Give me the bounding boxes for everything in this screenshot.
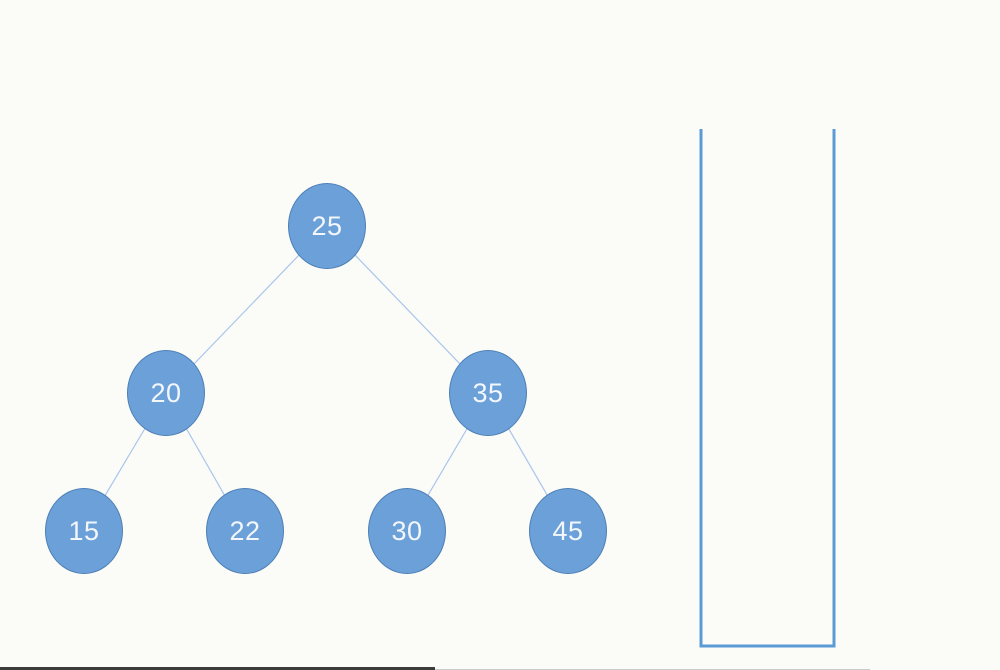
tree-node-25-label: 25 [311,210,343,241]
tree-node-25[interactable]: 25 [288,183,366,269]
tree-node-45-label: 45 [552,515,584,546]
tree-node-30[interactable]: 30 [368,488,446,574]
window-edge-strip [0,667,435,670]
tree-node-45[interactable]: 45 [529,488,607,574]
tree-node-22-label: 22 [229,515,261,546]
tree-node-30-label: 30 [391,515,423,546]
stack-container[interactable] [699,129,836,648]
tree-node-35[interactable]: 35 [449,350,527,436]
tree-node-15-label: 15 [68,515,100,546]
tree-node-20-label: 20 [150,377,182,408]
tree-node-15[interactable]: 15 [45,488,123,574]
tree-node-35-label: 35 [472,377,504,408]
tree-node-22[interactable]: 22 [206,488,284,574]
tree-node-20[interactable]: 20 [127,350,205,436]
